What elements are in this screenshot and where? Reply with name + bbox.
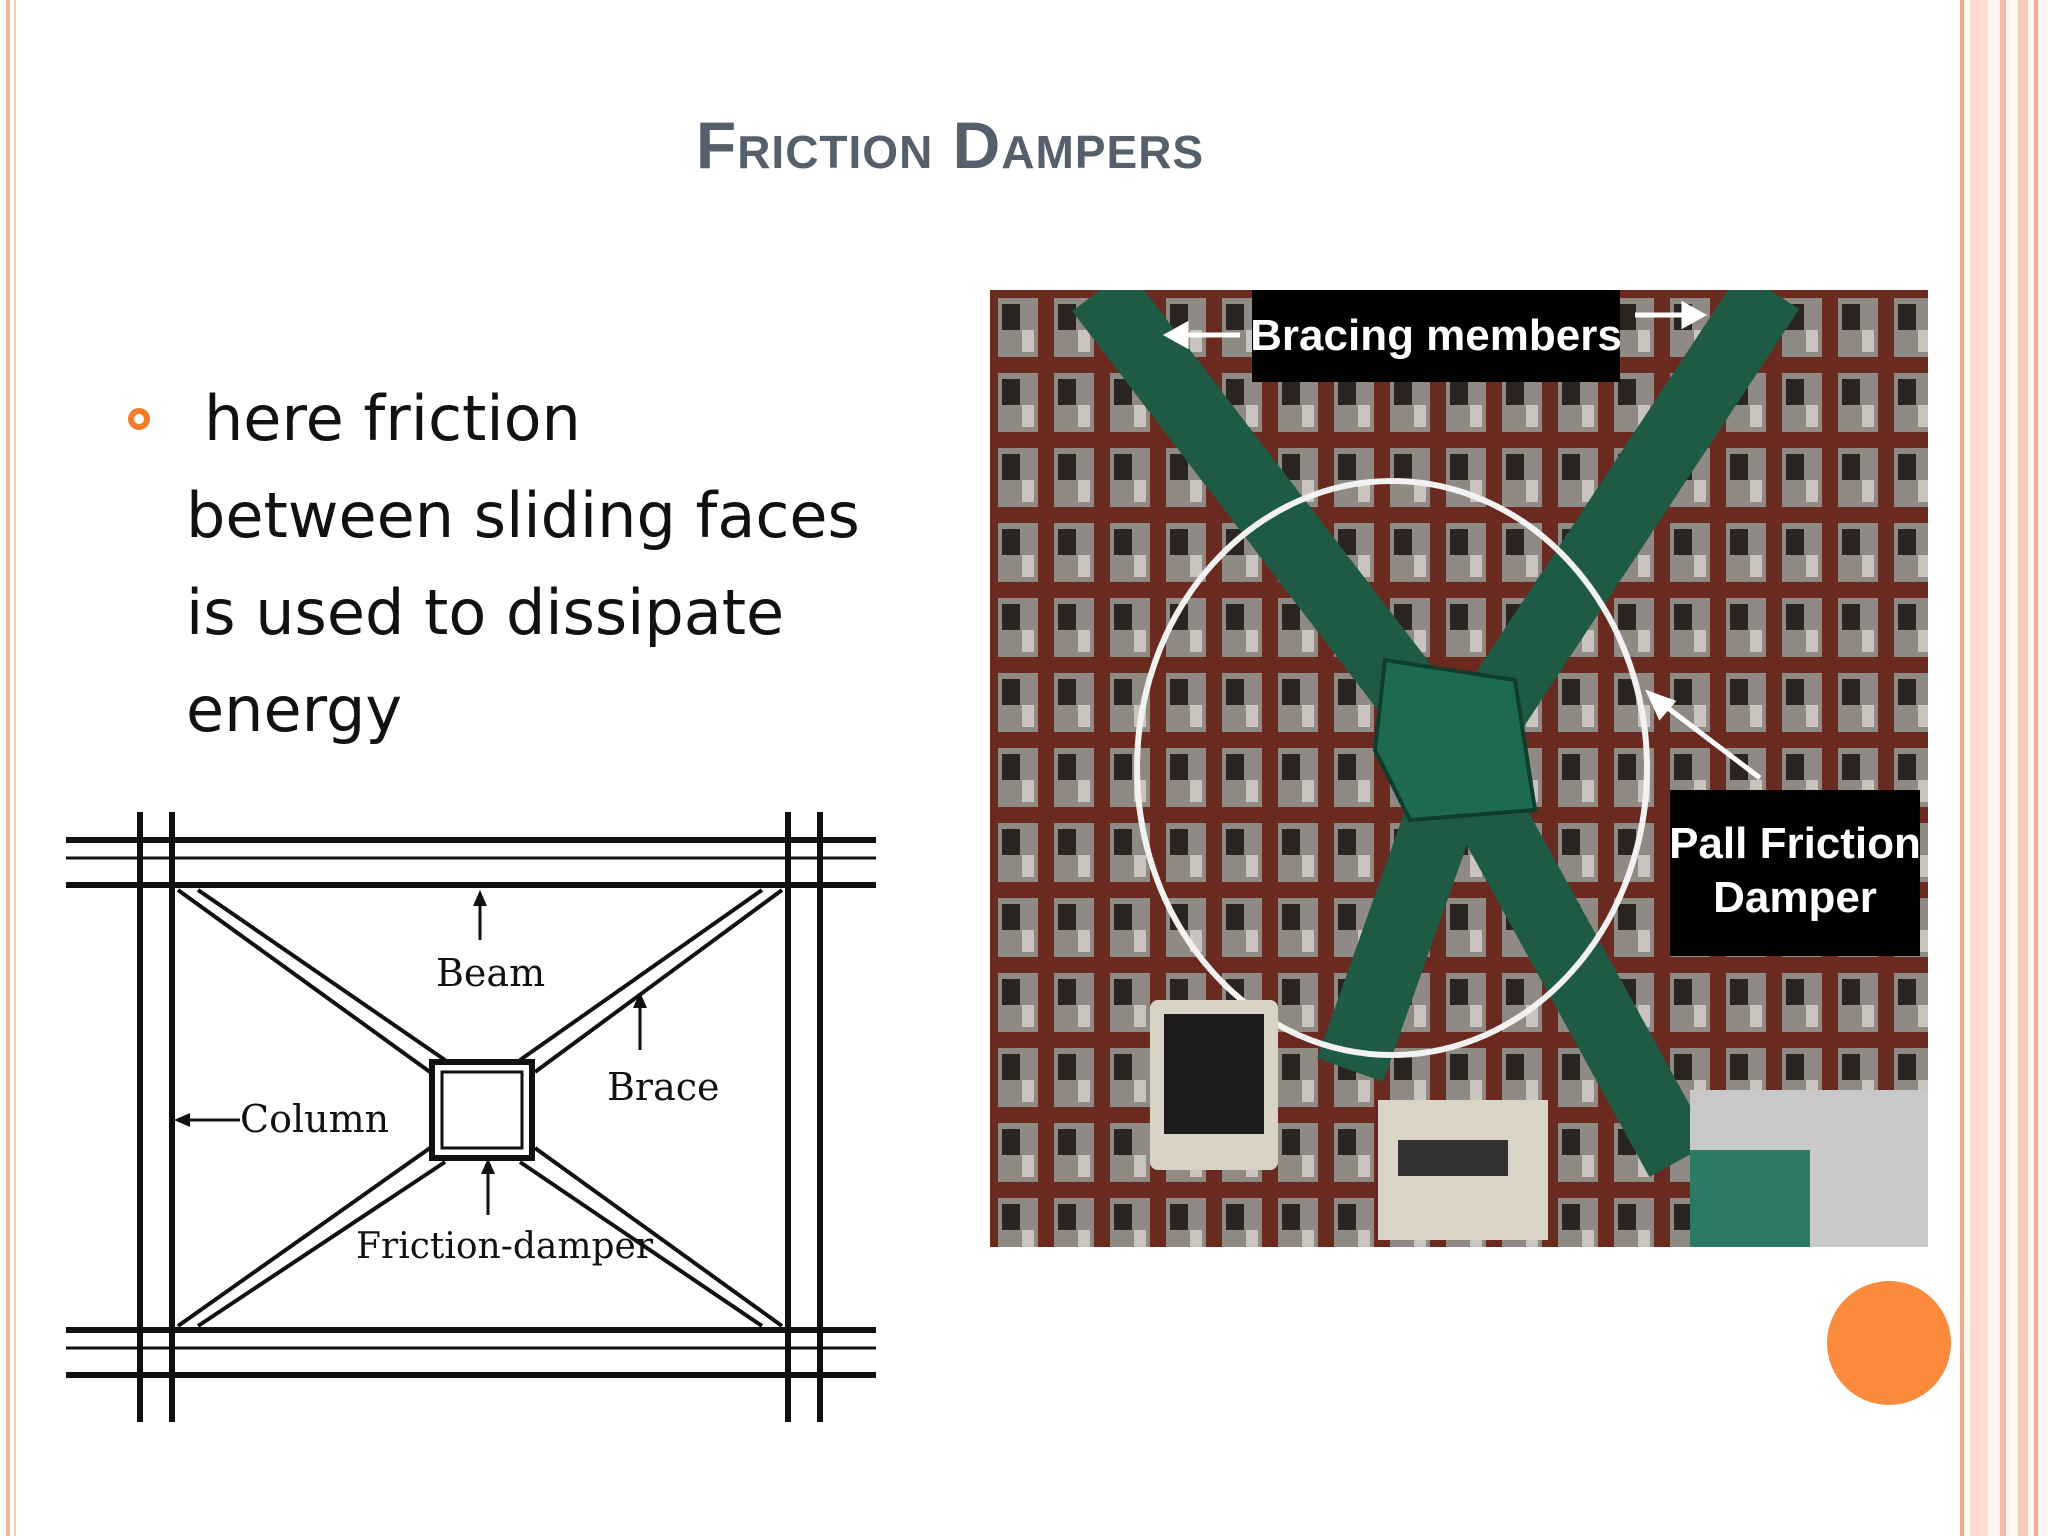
slide-title: Friction Dampers	[695, 108, 1205, 182]
brace	[533, 888, 784, 1074]
bullet-item: here friction between sliding faces is u…	[186, 370, 916, 758]
photo-svg: Bracing members Pall Friction Damper	[990, 268, 1928, 1247]
brace	[176, 888, 432, 1074]
diagram-structure	[66, 812, 876, 1422]
right-border-stripe	[2034, 0, 2038, 1536]
arrowhead-right	[1681, 300, 1708, 330]
friction-damper-box	[429, 1059, 535, 1161]
left-border-decoration	[0, 0, 24, 1536]
arrow-damper	[1658, 700, 1762, 780]
bullet-text-rest: between sliding faces is used to dissipa…	[186, 479, 860, 746]
damper-plate	[1372, 657, 1538, 823]
brace-member	[1429, 743, 1711, 1177]
right-border-stripe	[1970, 0, 1988, 1536]
right-border-stripe	[1960, 0, 1964, 1536]
brace	[518, 1160, 764, 1328]
brace	[176, 1146, 432, 1328]
brace	[196, 888, 447, 1062]
right-border-stripe	[2018, 0, 2028, 1536]
label-friction-damper: Friction-damper	[356, 1226, 654, 1267]
equipment-panel	[1690, 1150, 1810, 1247]
pall-friction-damper-photo: Bracing members Pall Friction Damper	[990, 268, 1928, 1247]
friction-damper-diagram: Beam Brace Column Friction-damper	[60, 790, 880, 1480]
brace	[518, 888, 764, 1062]
label-damper: Damper	[1713, 873, 1877, 922]
label-pall-friction: Pall Friction	[1669, 819, 1921, 868]
arrowhead	[473, 890, 487, 906]
arrowhead	[481, 1158, 495, 1174]
right-border-decoration	[1960, 0, 2048, 1536]
arrowhead	[174, 1113, 190, 1127]
arrowhead-damper	[1645, 689, 1677, 721]
bracing-members-label-bg	[1252, 290, 1620, 382]
bracing-arrows	[1162, 300, 1762, 780]
pall-label-bg	[1670, 790, 1920, 956]
arrowhead	[633, 992, 647, 1008]
left-border-stripe	[6, 0, 10, 1536]
label-bracing-members: Bracing members	[1250, 311, 1622, 360]
label-beam: Beam	[436, 951, 545, 995]
bullet-text-line1: here friction	[204, 382, 581, 455]
left-border-stripe	[14, 0, 16, 1536]
diagram-svg: Beam Brace Column Friction-damper	[66, 812, 876, 1422]
highlight-circle	[1134, 478, 1650, 1058]
arrowhead-left	[1162, 320, 1189, 350]
label-brace: Brace	[607, 1065, 720, 1109]
bullet-ring-icon	[128, 408, 150, 430]
right-border-stripe	[2000, 0, 2006, 1536]
label-column: Column	[240, 1097, 389, 1141]
friction-damper-box	[440, 1070, 524, 1150]
brace	[196, 1160, 447, 1328]
decorative-orange-circle	[1827, 1281, 1951, 1405]
diagram-arrowheads	[174, 890, 647, 1174]
brace	[533, 1146, 784, 1328]
monitor-screen	[1164, 1014, 1264, 1134]
printer-slot	[1398, 1140, 1508, 1176]
